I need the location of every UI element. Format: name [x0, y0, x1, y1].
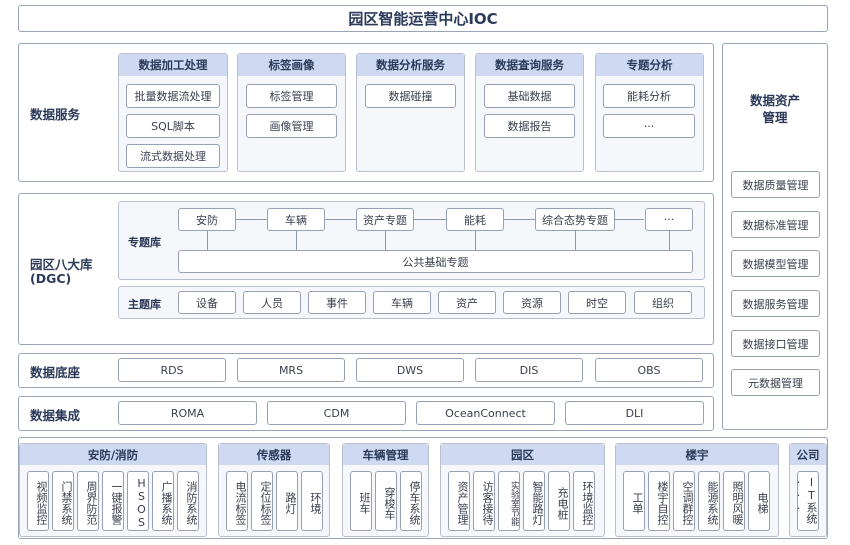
service-item-more[interactable]: ···: [603, 114, 695, 138]
integration-oceanconnect[interactable]: OceanConnect: [416, 401, 555, 425]
base-obs[interactable]: OBS: [595, 358, 703, 382]
subject-library-label: 主题库: [128, 298, 161, 311]
service-item-tag-management[interactable]: 标签管理: [246, 84, 337, 108]
source-item-work-order[interactable]: 工单: [623, 471, 645, 531]
service-group-processing-header: 数据加工处理: [119, 54, 227, 76]
base-dws[interactable]: DWS: [356, 358, 464, 382]
source-item-elevator[interactable]: 电梯: [748, 471, 770, 531]
subject-organization[interactable]: 组织: [634, 291, 692, 314]
topic-drop-security: [207, 231, 208, 250]
source-item-perimeter[interactable]: 周界防范: [77, 471, 99, 531]
topic-drop-more: [669, 231, 670, 250]
source-item-building-control[interactable]: 楼宇自控: [648, 471, 670, 531]
base-rds[interactable]: RDS: [118, 358, 226, 382]
topic-more[interactable]: ···: [645, 208, 693, 231]
source-item-charging[interactable]: 充电桩: [548, 471, 570, 531]
service-item-data-collision[interactable]: 数据碰撞: [365, 84, 456, 108]
integration-cdm[interactable]: CDM: [267, 401, 406, 425]
service-item-basic-data[interactable]: 基础数据: [484, 84, 575, 108]
service-group-tagging-header: 标签画像: [238, 54, 345, 76]
asset-management-title-line1: 数据资产: [749, 93, 800, 108]
source-item-visitor[interactable]: 访客接待: [473, 471, 495, 531]
topic-library-label: 专题库: [128, 236, 161, 249]
source-group-vehicle-header: 车辆管理: [343, 444, 428, 465]
source-item-energy-system[interactable]: 能源系统: [698, 471, 720, 531]
source-item-parking[interactable]: 停车系统: [400, 471, 422, 531]
topic-drop-vehicle: [296, 231, 297, 250]
subject-vehicle[interactable]: 车辆: [373, 291, 431, 314]
asset-item-quality[interactable]: 数据质量管理: [731, 171, 820, 198]
source-group-building-header: 楼宇: [616, 444, 778, 465]
source-item-it-system[interactable]: IT系统···: [797, 471, 819, 531]
subject-spacetime[interactable]: 时空: [568, 291, 626, 314]
page-title: 园区智能运营中心IOC: [18, 5, 828, 32]
topic-drop-asset: [385, 231, 386, 250]
dgc-label-line1: 园区八大库: [30, 257, 93, 272]
source-item-video-monitoring[interactable]: 视频监控: [27, 471, 49, 531]
source-item-environment[interactable]: 环境: [301, 471, 323, 531]
service-item-sql-script[interactable]: SQL脚本: [126, 114, 220, 138]
service-item-batch-processing[interactable]: 批量数据流处理: [126, 84, 220, 108]
subject-device[interactable]: 设备: [178, 291, 236, 314]
public-basic-topic[interactable]: 公共基础专题: [178, 250, 693, 273]
asset-management-title-line2: 管理: [762, 110, 788, 125]
topic-connector-line: [236, 219, 644, 220]
base-dis[interactable]: DIS: [475, 358, 583, 382]
topic-situation[interactable]: 综合态势专题: [535, 208, 615, 231]
source-item-location-tag[interactable]: 定位标签: [251, 471, 273, 531]
source-group-company-header: 公司: [790, 444, 826, 465]
source-item-asset-management[interactable]: 资产管理: [448, 471, 470, 531]
integration-dli[interactable]: DLI: [565, 401, 704, 425]
data-integration-label: 数据集成: [30, 408, 81, 423]
source-item-access-control[interactable]: 门禁系统: [52, 471, 74, 531]
topic-asset[interactable]: 资产专题: [356, 208, 414, 231]
source-item-hvac[interactable]: 空调群控: [673, 471, 695, 531]
topic-drop-energy: [475, 231, 476, 250]
topic-drop-situation: [575, 231, 576, 250]
dgc-label-line2: (DGC): [30, 271, 72, 286]
source-item-current-tag[interactable]: 电流标签: [226, 471, 248, 531]
source-group-security-header: 安防/消防: [20, 444, 206, 465]
service-item-energy-analysis[interactable]: 能耗分析: [603, 84, 695, 108]
service-item-stream-processing[interactable]: 流式数据处理: [126, 144, 220, 168]
source-item-env-monitor[interactable]: 环境监控: [573, 471, 595, 531]
source-group-campus-header: 园区: [441, 444, 604, 465]
topic-energy[interactable]: 能耗: [446, 208, 504, 231]
topic-vehicle[interactable]: 车辆: [267, 208, 325, 231]
subject-event[interactable]: 事件: [308, 291, 366, 314]
source-item-fire[interactable]: 消防系统: [177, 471, 199, 531]
service-item-data-report[interactable]: 数据报告: [484, 114, 575, 138]
source-item-hsos[interactable]: HSOS: [127, 471, 149, 531]
topic-security[interactable]: 安防: [178, 208, 236, 231]
source-item-alarm[interactable]: 一键报警: [102, 471, 124, 531]
subject-asset[interactable]: 资产: [438, 291, 496, 314]
integration-roma[interactable]: ROMA: [118, 401, 257, 425]
source-item-street-light[interactable]: 路灯: [276, 471, 298, 531]
data-services-label: 数据服务: [30, 107, 81, 122]
asset-item-standard[interactable]: 数据标准管理: [731, 211, 820, 238]
source-item-smart-light[interactable]: 智能路灯: [523, 471, 545, 531]
source-item-shuttle-bus[interactable]: 班车: [350, 471, 372, 531]
subject-resource[interactable]: 资源: [503, 291, 561, 314]
asset-item-model[interactable]: 数据模型管理: [731, 250, 820, 277]
asset-item-interface[interactable]: 数据接口管理: [731, 330, 820, 357]
source-item-lighting[interactable]: 照明风暖: [723, 471, 745, 531]
service-group-analysis-header: 数据分析服务: [357, 54, 464, 76]
source-item-lab-energy[interactable]: 实验室节能: [498, 471, 520, 531]
service-group-query-header: 数据查询服务: [476, 54, 583, 76]
data-base-label: 数据底座: [30, 365, 81, 380]
source-item-shuttle-car[interactable]: 穿梭车: [375, 471, 397, 531]
source-group-sensor-header: 传感器: [219, 444, 329, 465]
subject-person[interactable]: 人员: [243, 291, 301, 314]
service-item-profile-management[interactable]: 画像管理: [246, 114, 337, 138]
source-item-broadcast[interactable]: 广播系统: [152, 471, 174, 531]
asset-item-metadata[interactable]: 元数据管理: [731, 369, 820, 396]
asset-item-service[interactable]: 数据服务管理: [731, 290, 820, 317]
service-group-topic-analysis-header: 专题分析: [596, 54, 703, 76]
base-mrs[interactable]: MRS: [237, 358, 345, 382]
